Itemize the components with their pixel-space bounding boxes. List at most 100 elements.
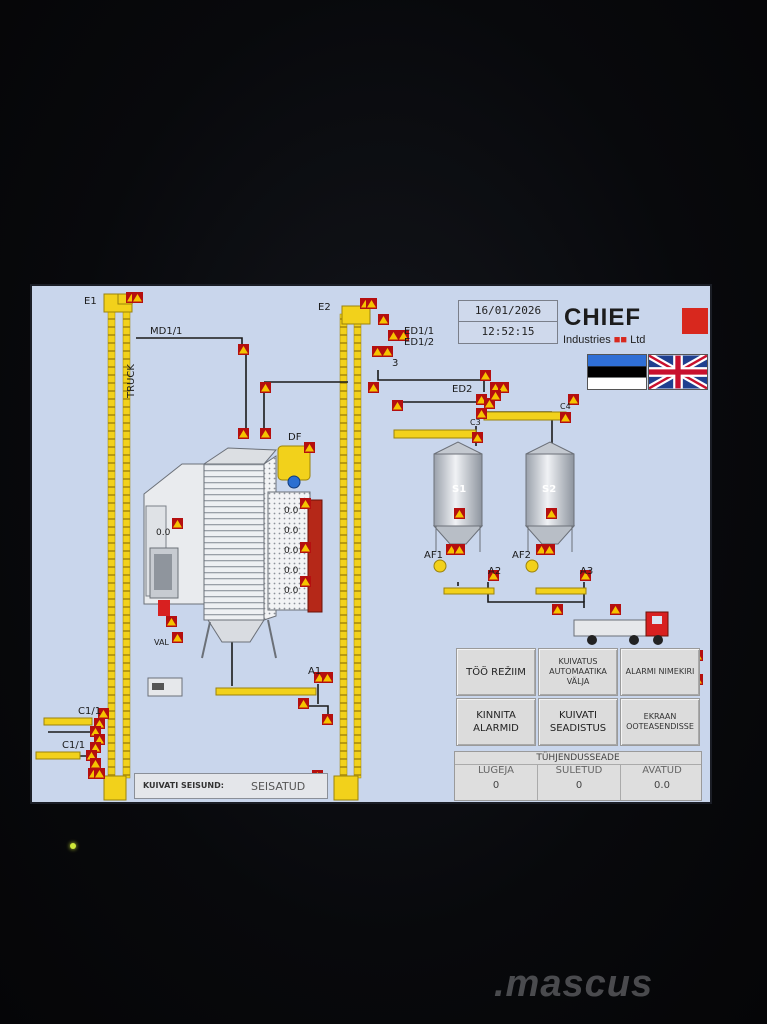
warning-triangle-icon [261, 430, 270, 438]
warning-triangle-icon [569, 396, 578, 404]
warning-triangle-icon [611, 606, 620, 614]
label-ed1-2: ED1/2 [404, 337, 435, 348]
emptying-header: LUGEJA [477, 765, 515, 776]
readout-4: 0.0 [284, 546, 299, 556]
label-e1: E1 [84, 296, 97, 307]
warning-triangle-icon [95, 770, 104, 778]
warning-triangle-icon [491, 392, 500, 400]
silo-s1[interactable] [432, 441, 484, 552]
warning-triangle-icon [99, 710, 108, 718]
readout-6: 0.0 [284, 586, 299, 596]
time-text: 12:52:15 [459, 321, 557, 342]
warning-triangle-icon [299, 700, 308, 708]
warning-triangle-icon [95, 736, 104, 744]
label-a1: A1 [308, 666, 322, 677]
warning-triangle-icon [95, 720, 104, 728]
label-val: VAL [154, 638, 169, 647]
warning-triangle-icon [537, 546, 546, 554]
label-truck: TRUCK [126, 364, 137, 398]
grain-dryer[interactable] [143, 445, 323, 697]
warning-triangle-icon [173, 520, 182, 528]
label-3: 3 [392, 358, 399, 369]
datetime-display: 16/01/2026 12:52:15 [458, 300, 558, 344]
alarm-list-button[interactable]: ALARMI NIMEKIRI [620, 648, 700, 696]
brand-sub: Industries ■■ Ltd [563, 334, 645, 346]
warning-triangle-icon [473, 434, 482, 442]
readout-2: 0.0 [284, 506, 299, 516]
screen-standby-button[interactable]: EKRAAN OOTEASENDISSE [620, 698, 700, 746]
label-a2: A2 [488, 566, 502, 577]
warning-triangle-icon [323, 716, 332, 724]
warning-triangle-icon [239, 346, 248, 354]
warning-triangle-icon [393, 402, 402, 410]
label-s2: S2 [542, 484, 557, 495]
warning-triangle-icon [373, 348, 382, 356]
process-diagram [35, 292, 703, 801]
label-s1: S1 [452, 484, 467, 495]
brand-logo: CHIEF Industries ■■ Ltd [562, 304, 708, 350]
emptying-header: SULETUD [555, 765, 603, 776]
dryer-status-box: KUIVATI SEISUND: SEISATUD [134, 773, 328, 799]
emptying-col-closed: SULETUD 0 [538, 764, 621, 800]
warning-triangle-icon [91, 728, 100, 736]
label-c4: C4 [560, 402, 571, 411]
warning-triangle-icon [581, 572, 590, 580]
label-md1: MD1/1 [150, 326, 183, 337]
auto-off-button[interactable]: KUIVATUS AUTOMAATIKA VÄLJA [538, 648, 618, 696]
dryer-status-value: SEISATUD [251, 780, 306, 793]
label-df: DF [288, 432, 302, 443]
warning-triangle-icon [455, 546, 464, 554]
label-af1: AF1 [424, 550, 443, 561]
brand-bars-icon: ■■ [613, 334, 628, 346]
warning-triangle-icon [301, 500, 310, 508]
confirm-alarms-button[interactable]: KINNITA ALARMID [456, 698, 536, 746]
warning-triangle-icon [91, 760, 100, 768]
language-estonian-flag-icon[interactable] [587, 354, 647, 390]
warning-triangle-icon [455, 510, 464, 518]
warning-triangle-icon [491, 384, 500, 392]
brand-mark-icon [682, 308, 708, 334]
warning-triangle-icon [489, 572, 498, 580]
emptying-value: 0 [492, 780, 500, 791]
watermark: .mascus [494, 963, 654, 1005]
silo-s2[interactable] [524, 441, 576, 552]
warning-triangle-icon [481, 372, 490, 380]
warning-triangle-icon [561, 414, 570, 422]
brand-sub-end: Ltd [630, 334, 646, 346]
warning-triangle-icon [485, 400, 494, 408]
warning-triangle-icon [301, 578, 310, 586]
date-text: 16/01/2026 [474, 304, 542, 317]
label-ed1-1: ED1/1 [404, 326, 435, 337]
readout-1: 0.0 [156, 528, 171, 538]
warning-triangle-icon [239, 430, 248, 438]
warning-triangle-icon [323, 674, 332, 682]
emptying-col-open: AVATUD 0.0 [621, 764, 703, 800]
language-english-flag-icon[interactable] [647, 352, 709, 392]
warning-triangle-icon [367, 300, 376, 308]
label-c1-1b: C1/1 [62, 740, 86, 751]
emptying-header: AVATUD [642, 765, 682, 776]
alarm-markers[interactable] [86, 292, 703, 781]
warning-triangle-icon [553, 606, 562, 614]
work-mode-button[interactable]: TÖÖ REŽIIM [456, 648, 536, 696]
warning-triangle-icon [477, 396, 486, 404]
brand-name: CHIEF [564, 304, 641, 331]
warning-triangle-icon [133, 294, 142, 302]
label-ed2: ED2 [452, 384, 473, 395]
elevator-e2[interactable] [333, 305, 371, 801]
label-c1-1: C1/1 [78, 706, 102, 717]
warning-triangle-icon [547, 510, 556, 518]
emptying-col-counter: LUGEJA 0 [455, 764, 538, 800]
readout-3: 0.0 [284, 526, 299, 536]
warning-triangle-icon [369, 384, 378, 392]
label-af2: AF2 [512, 550, 531, 561]
warning-triangle-icon [261, 384, 270, 392]
warning-triangle-icon [91, 744, 100, 752]
aeration-fans[interactable] [433, 559, 539, 573]
warning-triangle-icon [399, 332, 408, 340]
power-led-icon [70, 843, 76, 849]
emptying-value: 0.0 [654, 780, 670, 791]
dryer-status-key: KUIVATI SEISUND: [143, 781, 224, 790]
dryer-settings-button[interactable]: KUIVATI SEADISTUS [538, 698, 618, 746]
warning-triangle-icon [167, 618, 176, 626]
